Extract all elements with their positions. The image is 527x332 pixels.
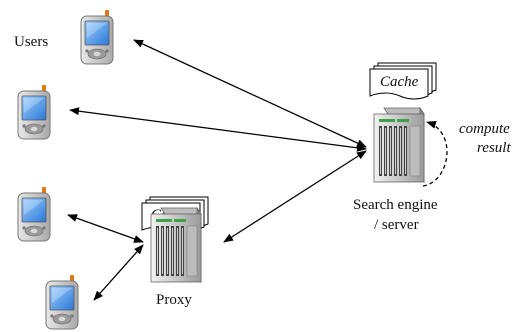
proxy-label: Proxy (156, 292, 192, 308)
compute-label: compute (459, 121, 510, 137)
users-label: Users (14, 34, 49, 50)
server-icon (373, 107, 425, 183)
phone-icon (45, 274, 79, 330)
connection-arrows (67, 39, 448, 301)
phone-icon (80, 9, 114, 65)
arrow-proxy-to-user4 (93, 244, 144, 301)
search-engine-label: Search engine (353, 197, 438, 213)
arrow-server-to-user2 (69, 107, 367, 152)
arrow-server-to-proxy (223, 150, 367, 243)
proxy-server-icon (150, 207, 202, 283)
search-engine-cache-label: Cache (380, 74, 419, 90)
result-label: result (477, 140, 511, 156)
arrow-server-to-user1 (133, 39, 367, 148)
arrow-proxy-to-user3 (67, 214, 144, 243)
phone-icon (17, 186, 51, 242)
server-label: / server (374, 217, 419, 233)
phone-icon (17, 84, 51, 140)
compute-loop-arrow (422, 120, 448, 187)
